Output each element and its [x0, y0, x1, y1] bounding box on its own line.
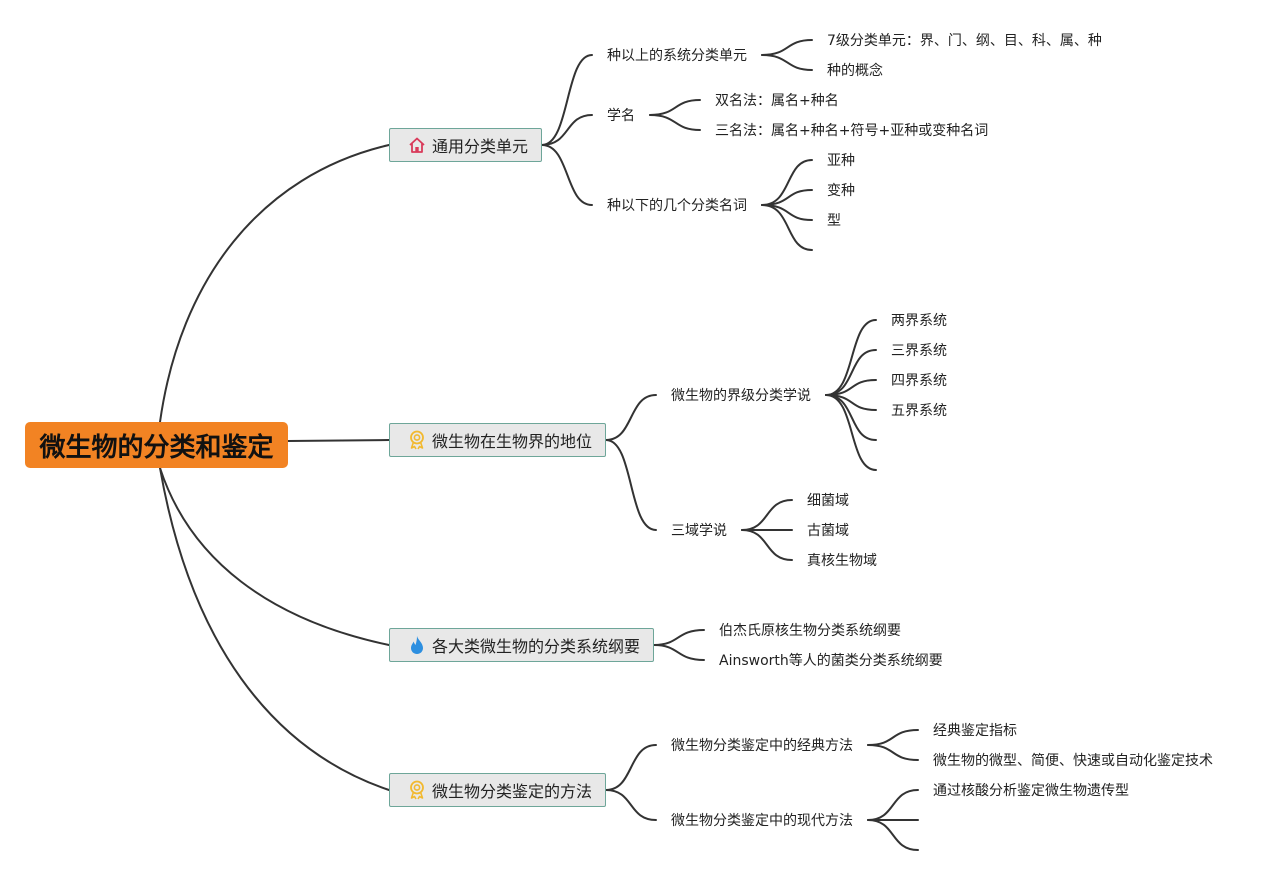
leaf-five-kingdom[interactable]: 五界系统	[891, 403, 947, 419]
link-root-topic-0	[159, 144, 390, 423]
topic-classification-outlines[interactable]: 各大类微生物的分类系统纲要	[389, 628, 654, 662]
link-t1-s1-l2	[741, 529, 793, 561]
leaf-variety[interactable]: 变种	[827, 183, 855, 199]
topic-label: 各大类微生物的分类系统纲要	[432, 637, 641, 656]
subtopic-three-domain[interactable]: 三域学说	[671, 523, 727, 539]
link-t0-s0	[541, 54, 593, 146]
subtopic-above-species-units[interactable]: 种以上的系统分类单元	[607, 48, 747, 64]
link-t0-s2-l2	[761, 204, 813, 221]
leaf-seven-ranks[interactable]: 7级分类单元：界、门、纲、目、科、属、种	[827, 33, 1102, 49]
link-t0-s2-l3	[761, 204, 813, 251]
leaf-two-kingdom[interactable]: 两界系统	[891, 313, 947, 329]
link-t3-s0-l0	[867, 729, 919, 746]
link-t3-s1-l2	[867, 819, 919, 851]
leaf-rapid-automated-techniques[interactable]: 微生物的微型、简便、快速或自动化鉴定技术	[933, 753, 1213, 769]
subtopic-below-species-terms[interactable]: 种以下的几个分类名词	[607, 198, 747, 214]
topic-label: 微生物在生物界的地位	[432, 432, 593, 451]
leaf-bacteria-domain[interactable]: 细菌域	[807, 493, 849, 509]
link-t0-s0-l1	[761, 54, 813, 71]
link-t0-s0-l0	[761, 39, 813, 56]
link-root-topic-3	[159, 467, 390, 791]
link-t1-s1	[605, 439, 657, 531]
link-t0-s2-l1	[761, 189, 813, 206]
fire-icon	[408, 635, 426, 655]
link-t3-s0-l1	[867, 744, 919, 761]
root-topic[interactable]: 微生物的分类和鉴定	[25, 422, 288, 468]
topic-microbes-position[interactable]: 微生物在生物界的地位	[389, 423, 606, 457]
subtopic-kingdom-theories[interactable]: 微生物的界级分类学说	[671, 388, 811, 404]
link-t1-s0	[605, 394, 657, 441]
link-t0-s2-l0	[761, 159, 813, 206]
leaf-type[interactable]: 型	[827, 213, 841, 229]
house-icon	[408, 135, 426, 155]
leaf-species-concept[interactable]: 种的概念	[827, 63, 883, 79]
link-t3-s1	[605, 789, 657, 821]
subtopic-scientific-name[interactable]: 学名	[607, 108, 635, 124]
leaf-trinomial[interactable]: 三名法：属名+种名+符号+亚种或变种名词	[715, 123, 989, 139]
link-t3-s1-l0	[867, 789, 919, 821]
link-t0-s1	[541, 114, 593, 146]
leaf-subspecies[interactable]: 亚种	[827, 153, 855, 169]
topic-label: 微生物分类鉴定的方法	[432, 782, 593, 801]
link-t2-s0	[653, 629, 705, 646]
link-t0-s2	[541, 144, 593, 206]
leaf-three-kingdom[interactable]: 三界系统	[891, 343, 947, 359]
leaf-archaea-domain[interactable]: 古菌域	[807, 523, 849, 539]
subtopic-classic-methods[interactable]: 微生物分类鉴定中的经典方法	[671, 738, 853, 754]
link-t0-s1-l0	[649, 99, 701, 116]
subtopic-modern-methods[interactable]: 微生物分类鉴定中的现代方法	[671, 813, 853, 829]
link-t1-s0-l5	[825, 394, 877, 471]
link-t0-s1-l1	[649, 114, 701, 131]
leaf-eukarya-domain[interactable]: 真核生物域	[807, 553, 877, 569]
link-t1-s0-l0	[825, 319, 877, 396]
link-root-topic-1	[287, 439, 390, 442]
link-t2-s1	[653, 644, 705, 661]
leaf-nucleic-acid-analysis[interactable]: 通过核酸分析鉴定微生物遗传型	[933, 783, 1129, 799]
leaf-binomial[interactable]: 双名法：属名+种名	[715, 93, 839, 109]
link-t3-s0	[605, 744, 657, 791]
topic-general-taxonomic-units[interactable]: 通用分类单元	[389, 128, 542, 162]
award-icon	[408, 780, 426, 800]
leaf-classic-indicators[interactable]: 经典鉴定指标	[933, 723, 1017, 739]
link-t1-s0-l1	[825, 349, 877, 396]
leaf-four-kingdom[interactable]: 四界系统	[891, 373, 947, 389]
link-root-topic-2	[159, 467, 390, 646]
subtopic-bergey-outline[interactable]: 伯杰氏原核生物分类系统纲要	[719, 623, 901, 639]
link-t1-s1-l0	[741, 499, 793, 531]
subtopic-ainsworth-outline[interactable]: Ainsworth等人的菌类分类系统纲要	[719, 653, 943, 669]
root-topic-label: 微生物的分类和鉴定	[39, 432, 274, 463]
topic-identification-methods[interactable]: 微生物分类鉴定的方法	[389, 773, 606, 807]
topic-label: 通用分类单元	[432, 137, 529, 156]
award-icon	[408, 430, 426, 450]
